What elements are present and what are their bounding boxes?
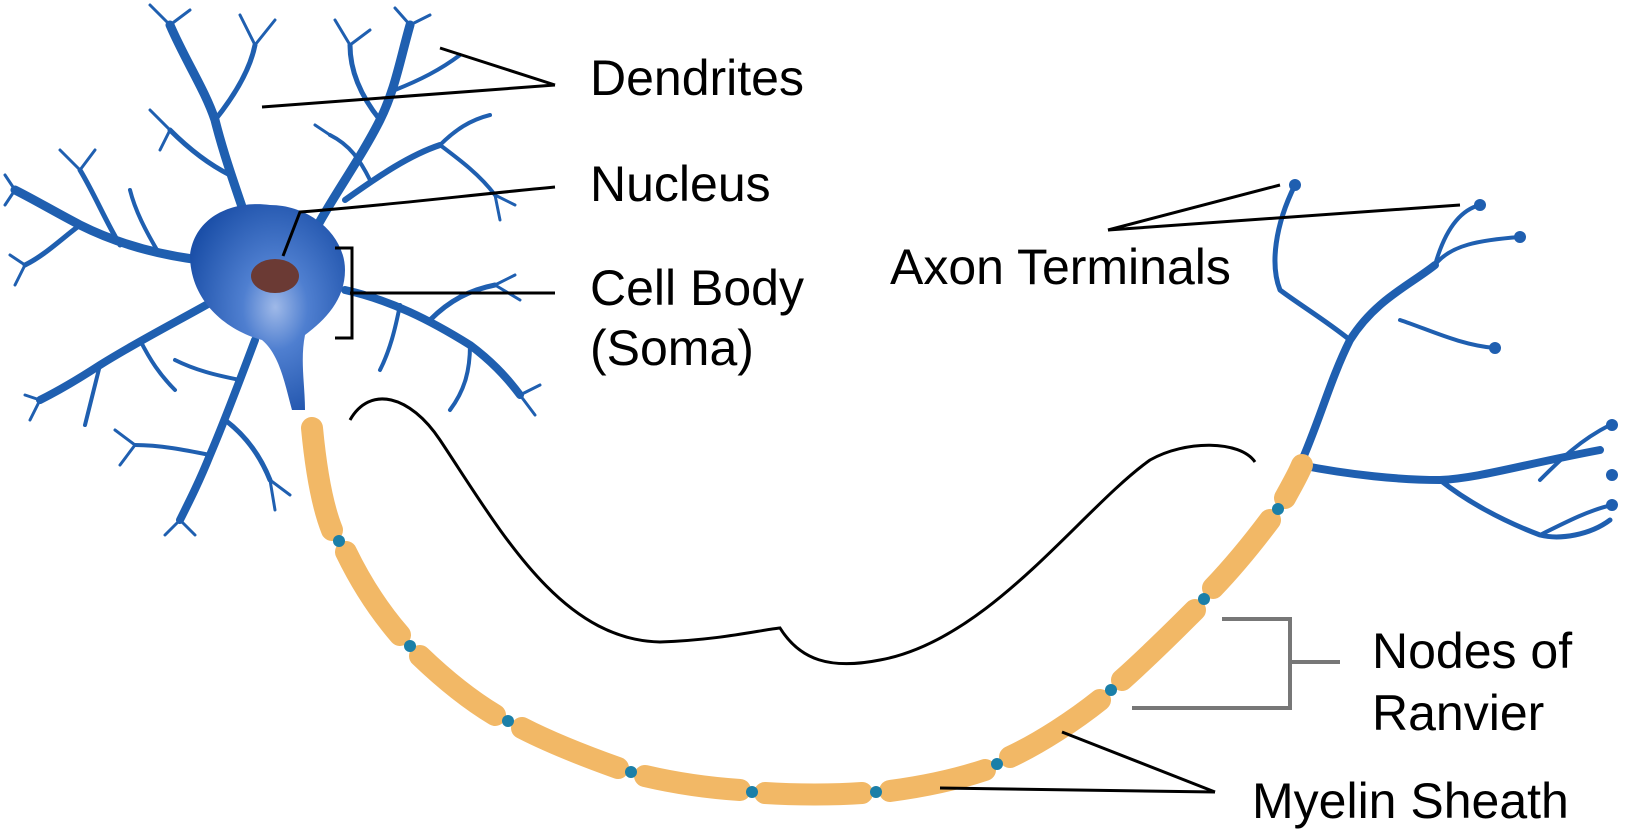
dendrites-leader-lower [262, 85, 555, 107]
myelin-sheath [312, 428, 1302, 795]
myelin-sheath-label: Myelin Sheath [1252, 773, 1569, 829]
cell-body-label-line2: (Soma) [590, 320, 754, 376]
myelin-segment [312, 428, 332, 530]
node-dot [1198, 593, 1210, 605]
node-dot [746, 786, 758, 798]
dendrites-leader-upper [440, 48, 555, 85]
myelin-segment [1285, 465, 1302, 498]
myelin-segment [1010, 700, 1100, 757]
myelin-segment [346, 552, 400, 635]
cell-body [190, 204, 345, 410]
node-dot [991, 758, 1003, 770]
myelin-segment [765, 793, 862, 795]
terminal-buttons [1289, 179, 1618, 511]
myelin-segment [645, 776, 740, 790]
axon-terminals [1275, 185, 1612, 537]
axon-terminals-label: Axon Terminals [890, 239, 1231, 295]
myelin-leader-upper [1062, 732, 1215, 792]
cell-body-label-line1: Cell Body [590, 260, 804, 316]
myelin-segment [1122, 610, 1195, 680]
axon-brace [350, 399, 1255, 664]
node-dot [1105, 684, 1117, 696]
nodes-label-line1: Nodes of [1372, 623, 1572, 679]
node-dot [404, 640, 416, 652]
nodes-label-line2: Ranvier [1372, 685, 1544, 741]
node-dot [1272, 503, 1284, 515]
myelin-leader-lower [940, 788, 1215, 792]
myelin-segment [420, 656, 495, 715]
nucleus [251, 259, 299, 293]
node-dot [625, 766, 637, 778]
nucleus-label: Nucleus [590, 156, 771, 212]
myelin-segment [522, 728, 618, 768]
dendrites-label: Dendrites [590, 50, 804, 106]
node-dot [870, 786, 882, 798]
node-dot [333, 535, 345, 547]
myelin-segment [1213, 520, 1270, 588]
node-dot [502, 715, 514, 727]
